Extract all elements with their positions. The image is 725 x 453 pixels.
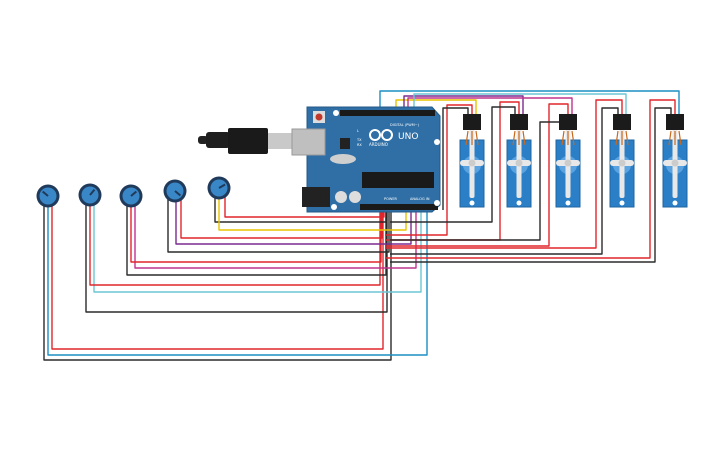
wire-black[interactable] <box>167 196 390 253</box>
brand-label: ARDUINO <box>369 142 388 147</box>
wire-black[interactable] <box>390 107 619 255</box>
wire-black[interactable] <box>442 107 469 210</box>
wire-purple[interactable] <box>403 95 524 116</box>
wire-cyan[interactable] <box>413 93 627 116</box>
knob-indicator <box>218 183 226 189</box>
mount-hole <box>331 204 337 210</box>
potentiometers <box>36 176 231 208</box>
arduino-logo-icon <box>369 129 393 141</box>
mount-hole <box>333 110 339 116</box>
wire-magenta[interactable] <box>407 97 573 116</box>
wire-black[interactable] <box>214 193 387 223</box>
wire-red[interactable] <box>89 205 381 286</box>
wire-red[interactable] <box>385 99 623 249</box>
wire-black[interactable] <box>43 200 392 361</box>
knob-indicator <box>89 188 96 196</box>
potentiometer[interactable] <box>163 179 187 203</box>
atmega-chip <box>362 172 434 188</box>
wire-black[interactable] <box>85 200 388 313</box>
wire-red[interactable] <box>130 205 382 263</box>
knob-indicator <box>41 190 49 197</box>
crystal <box>330 154 356 164</box>
wire-purple[interactable] <box>175 196 412 245</box>
wire-blue[interactable] <box>47 205 428 356</box>
potentiometer[interactable] <box>207 176 231 200</box>
micro-servo[interactable] <box>662 114 688 208</box>
wire-red[interactable] <box>51 200 384 350</box>
usb-cable[interactable] <box>198 128 292 154</box>
servo-connector[interactable] <box>613 114 631 130</box>
wires <box>43 90 680 361</box>
knob-indicator <box>130 190 138 197</box>
wire-red[interactable] <box>385 104 473 236</box>
micro-servo[interactable] <box>506 114 532 208</box>
analog-label: ANALOG IN <box>410 197 430 201</box>
wire-red[interactable] <box>180 196 383 239</box>
servo-connector[interactable] <box>559 114 577 130</box>
usb-chip <box>340 138 350 149</box>
rx-label: RX <box>357 143 362 147</box>
reset-button[interactable] <box>315 113 323 121</box>
capacitor-1 <box>335 191 347 203</box>
wire-yellow[interactable] <box>218 193 407 231</box>
wire-red[interactable] <box>224 193 385 218</box>
tx-label: TX <box>356 138 362 142</box>
potentiometer[interactable] <box>78 183 102 207</box>
wire-cyan[interactable] <box>93 200 422 293</box>
servo-connector[interactable] <box>463 114 481 130</box>
wire-red[interactable] <box>385 99 676 259</box>
usb-cable-end <box>198 136 208 144</box>
servo-connector[interactable] <box>666 114 684 130</box>
power-jack <box>302 187 330 207</box>
potentiometer[interactable] <box>36 184 60 208</box>
wire-black[interactable] <box>390 106 516 223</box>
usb-plug <box>228 128 268 154</box>
power-analog-header[interactable] <box>360 204 438 210</box>
knob-indicator <box>174 190 182 197</box>
potentiometer[interactable] <box>119 184 143 208</box>
micro-servo[interactable] <box>609 114 635 208</box>
capacitor-2 <box>349 191 361 203</box>
wire-yellow[interactable] <box>395 99 477 116</box>
digital-header[interactable] <box>340 110 435 116</box>
mount-hole <box>434 139 440 145</box>
usb-connector <box>268 133 292 149</box>
usb-strain-relief <box>206 132 230 148</box>
digital-label: DIGITAL (PWM~) <box>390 123 420 127</box>
usb-port <box>291 128 326 156</box>
servo-connector[interactable] <box>510 114 528 130</box>
micro-servo[interactable] <box>555 114 581 208</box>
wire-blue[interactable] <box>379 90 680 116</box>
led-label: L <box>357 129 359 133</box>
arduino-uno-board[interactable]: ARDUINO UNO DIGITAL (PWM~) POWER ANALOG … <box>291 106 441 213</box>
power-label: POWER <box>384 197 398 201</box>
wire-red[interactable] <box>385 103 569 247</box>
wire-black[interactable] <box>390 107 672 263</box>
mount-hole <box>434 200 440 206</box>
model-label: UNO <box>398 132 418 142</box>
servos <box>459 114 688 208</box>
micro-servo[interactable] <box>459 114 485 208</box>
